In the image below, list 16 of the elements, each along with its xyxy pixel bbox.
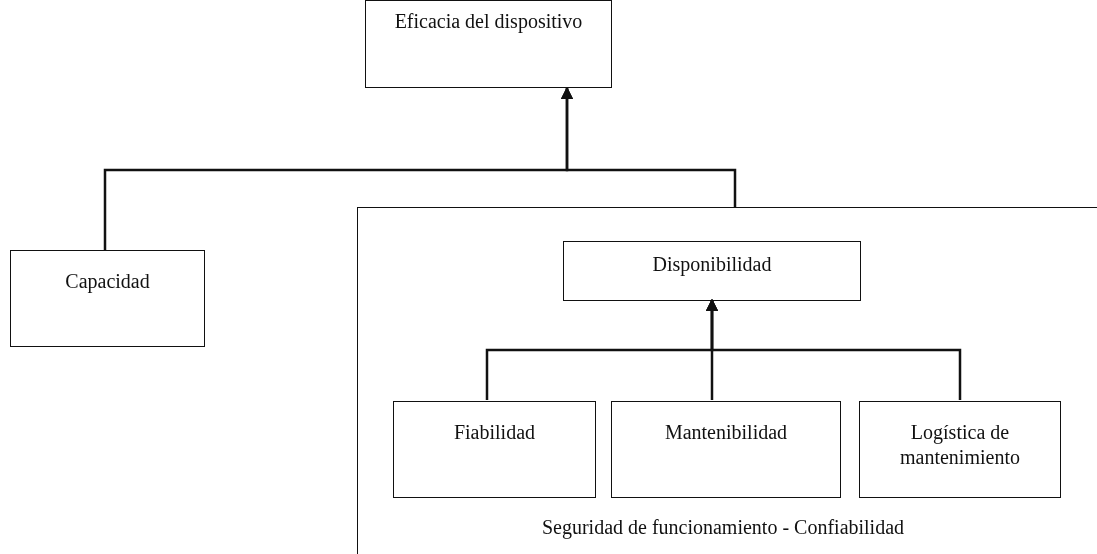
- process-box: [563, 241, 861, 301]
- connector-arrow: [560, 86, 737, 207]
- box-label: Disponibilidad: [652, 252, 772, 277]
- connector-arrow: [705, 298, 962, 400]
- group-title: Seguridad de funcionamiento - Confiabilidad: [540, 515, 906, 540]
- process-box: [365, 0, 612, 88]
- box-label: Logística de mantenimiento: [899, 420, 1021, 470]
- box-label: Fiabilidad: [453, 420, 536, 445]
- box-label: Capacidad: [65, 269, 150, 294]
- process-box: [611, 401, 841, 498]
- box-label: Eficacia del dispositivo: [394, 9, 583, 34]
- group-frame: [357, 207, 1097, 554]
- process-box: [10, 250, 205, 347]
- process-box: [393, 401, 596, 498]
- process-box: [859, 401, 1061, 498]
- box-label: Mantenibilidad: [664, 420, 788, 445]
